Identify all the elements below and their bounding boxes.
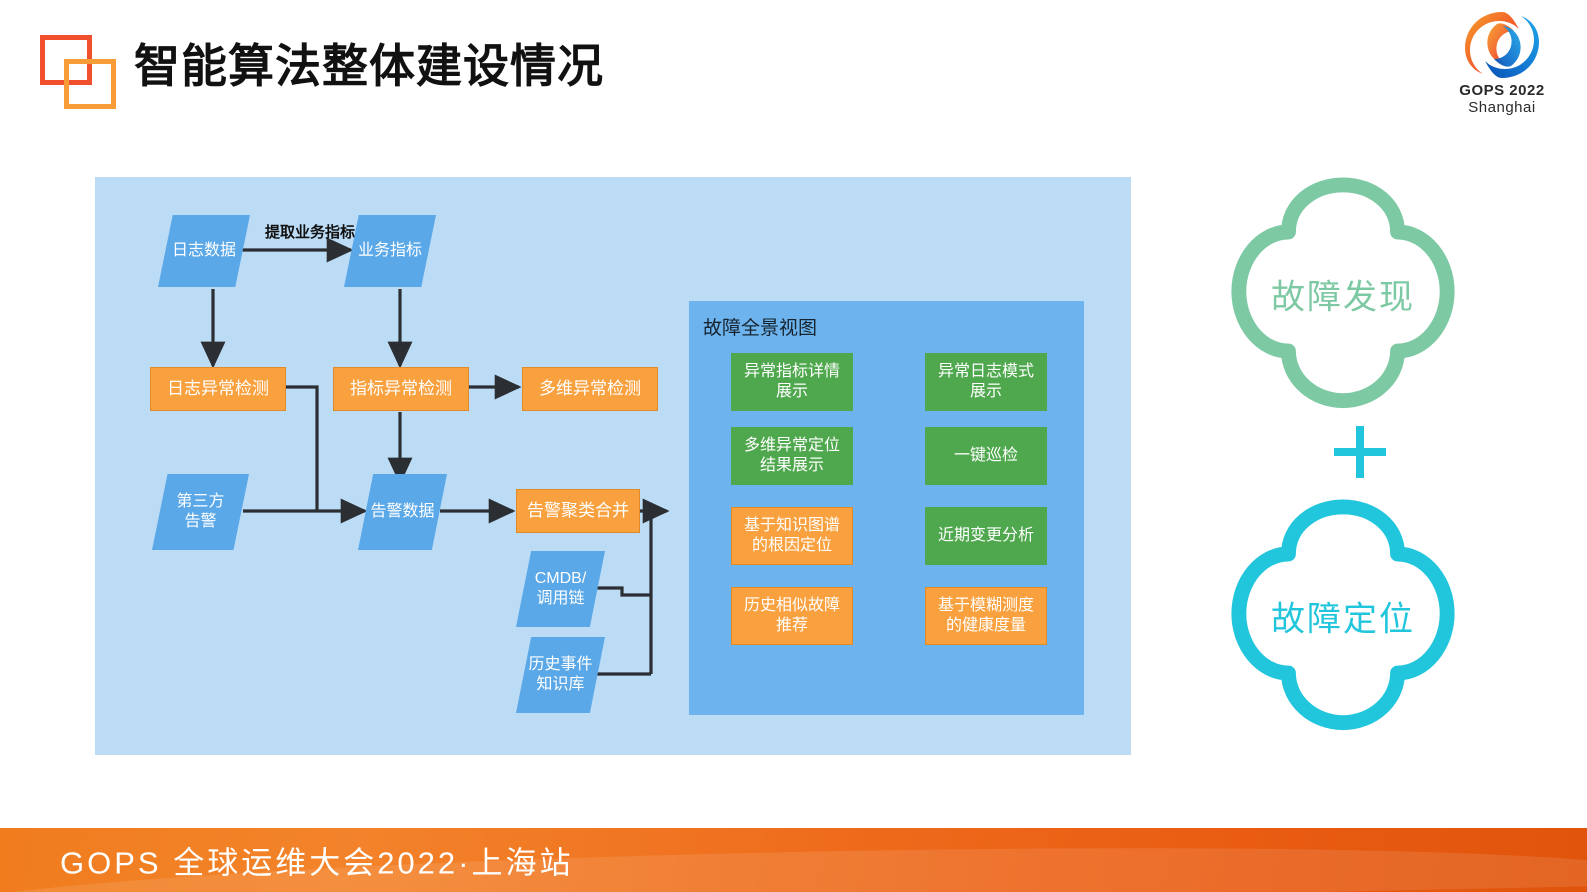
node-metric-anomaly-detection-label: 指标异常检测 (350, 378, 452, 398)
gops-logo-line1: GOPS 2022 (1459, 82, 1545, 99)
badge-fault-localization-label: 故障定位 (1271, 600, 1415, 639)
node-metric-anomaly-detection: 指标异常检测 (333, 367, 469, 411)
page-title: 智能算法整体建设情况 (134, 39, 604, 93)
panorama-cell-0-line1: 异常指标详情 (743, 363, 840, 381)
panorama-cell-7: 基于模糊测度 的健康度量 (925, 587, 1047, 645)
footer-bar: GOPS 全球运维大会2022·上海站 (0, 828, 1587, 892)
panorama-cell-2-line1: 多维异常定位 (743, 437, 840, 455)
node-multidim-anomaly-detection-label: 多维异常检测 (539, 378, 641, 398)
footer-text: GOPS 全球运维大会2022·上海站 (60, 845, 574, 881)
gops-swirl-icon (1465, 12, 1539, 78)
node-third-party-alarm: 第三方 告警 (152, 474, 249, 550)
gops-logo-line2: Shanghai (1468, 99, 1536, 116)
panorama-cell-5: 近期变更分析 (925, 507, 1047, 565)
node-cmdb-call-chain-label-2: 调用链 (536, 590, 585, 607)
node-cmdb-call-chain: CMDB/ 调用链 (516, 551, 605, 627)
panorama-cell-4-line1: 基于知识图谱 (743, 517, 840, 535)
node-history-event-kb-label-2: 知识库 (536, 676, 585, 693)
node-alarm-cluster-merge: 告警聚类合并 (516, 489, 640, 533)
panorama-cell-3: 一键巡检 (925, 427, 1047, 485)
quatrefoil-green-icon (1231, 177, 1455, 409)
brand-logo-mark (36, 33, 122, 111)
node-alarm-cluster-merge-label: 告警聚类合并 (527, 500, 629, 520)
node-log-anomaly-detection: 日志异常检测 (150, 367, 286, 411)
badge-fault-discovery-label: 故障发现 (1271, 278, 1415, 317)
panorama-cell-4: 基于知识图谱 的根因定位 (731, 507, 853, 565)
node-log-data: 日志数据 (158, 215, 250, 287)
panorama-cell-3-line1: 一键巡检 (953, 447, 1018, 465)
panorama-cell-7-line2: 的健康度量 (945, 617, 1026, 634)
panorama-cell-5-line1: 近期变更分析 (937, 527, 1034, 545)
node-log-anomaly-detection-label: 日志异常检测 (167, 378, 269, 398)
panorama-cell-0: 异常指标详情 展示 (731, 353, 853, 411)
node-business-metrics: 业务指标 (344, 215, 436, 287)
panorama-cell-2-line2: 结果展示 (759, 457, 824, 474)
panorama-cell-4-line2: 的根因定位 (751, 537, 832, 554)
panorama-cell-1-line2: 展示 (969, 383, 1002, 400)
node-multidim-anomaly-detection: 多维异常检测 (522, 367, 658, 411)
panorama-cell-6: 历史相似故障 推荐 (731, 587, 853, 645)
node-third-party-alarm-label-2: 告警 (184, 513, 217, 530)
panorama-cell-7-line1: 基于模糊测度 (937, 597, 1034, 615)
node-business-metrics-label: 业务指标 (357, 242, 422, 260)
fault-panorama-title: 故障全景视图 (703, 318, 818, 339)
panorama-cell-1-line1: 异常日志模式 (937, 363, 1034, 381)
node-log-data-label: 日志数据 (171, 242, 236, 260)
panorama-cell-6-line2: 推荐 (775, 617, 808, 634)
node-history-event-kb-label-1: 历史事件 (528, 656, 593, 674)
panorama-cell-6-line1: 历史相似故障 (743, 597, 840, 615)
logo-square-orange-icon (64, 59, 116, 109)
badge-fault-discovery: 故障发现 (1218, 170, 1468, 418)
edge-label-extract-business-metrics: 提取业务指标 (265, 224, 356, 241)
badge-fault-localization: 故障定位 (1218, 492, 1468, 740)
panorama-cell-2: 多维异常定位 结果展示 (731, 427, 853, 485)
quatrefoil-cyan-icon (1231, 499, 1455, 731)
connector-lines (200, 237, 670, 676)
panorama-cell-1: 异常日志模式 展示 (925, 353, 1047, 411)
node-alarm-data-label: 告警数据 (370, 503, 435, 521)
gops-conference-logo: GOPS 2022 Shanghai (1441, 8, 1563, 120)
plus-icon (1334, 426, 1386, 478)
architecture-diagram-panel: 日志数据 业务指标 提取业务指标 日志异常检测 指标异常检测 多维异常检测 第三… (95, 177, 1131, 755)
node-history-event-kb: 历史事件 知识库 (516, 637, 605, 713)
fault-panorama-panel: 故障全景视图 异常指标详情 展示 异常日志模式 展示 多维异常定位 结果展示 一… (689, 301, 1084, 715)
node-cmdb-call-chain-label-1: CMDB/ (534, 570, 587, 588)
node-alarm-data: 告警数据 (358, 474, 447, 550)
panorama-cell-0-line2: 展示 (775, 383, 808, 400)
outcome-column: 故障发现 故障定位 (1180, 170, 1510, 731)
node-third-party-alarm-label-1: 第三方 (176, 493, 225, 511)
